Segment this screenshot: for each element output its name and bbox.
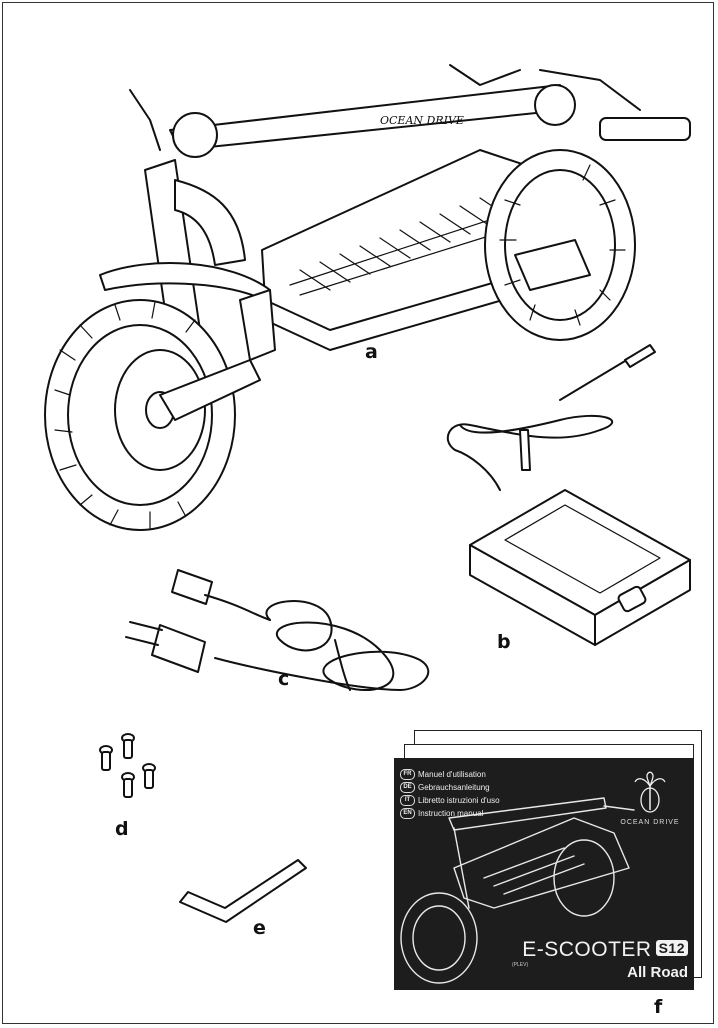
manual-edition: All Road: [627, 964, 688, 981]
screw-4: [142, 763, 156, 789]
screw-1: [99, 745, 113, 771]
deck-brand-text: OCEAN DRIVE: [380, 114, 464, 127]
palm-tree-icon: [634, 771, 666, 813]
label-a: a: [365, 341, 378, 363]
screw-3: [121, 772, 135, 798]
manual-category: (PLEV): [512, 962, 529, 968]
label-e: e: [253, 917, 266, 939]
model-badge: S12: [655, 940, 688, 956]
screw-2: [121, 733, 135, 759]
label-b: b: [497, 631, 511, 653]
label-f: f: [654, 996, 663, 1018]
brand-name: OCEAN DRIVE: [620, 819, 680, 826]
manual-scooter-image: [400, 797, 635, 984]
label-d: d: [115, 818, 129, 840]
label-c: c: [278, 668, 290, 690]
brand-logo: OCEAN DRIVE: [620, 771, 680, 826]
